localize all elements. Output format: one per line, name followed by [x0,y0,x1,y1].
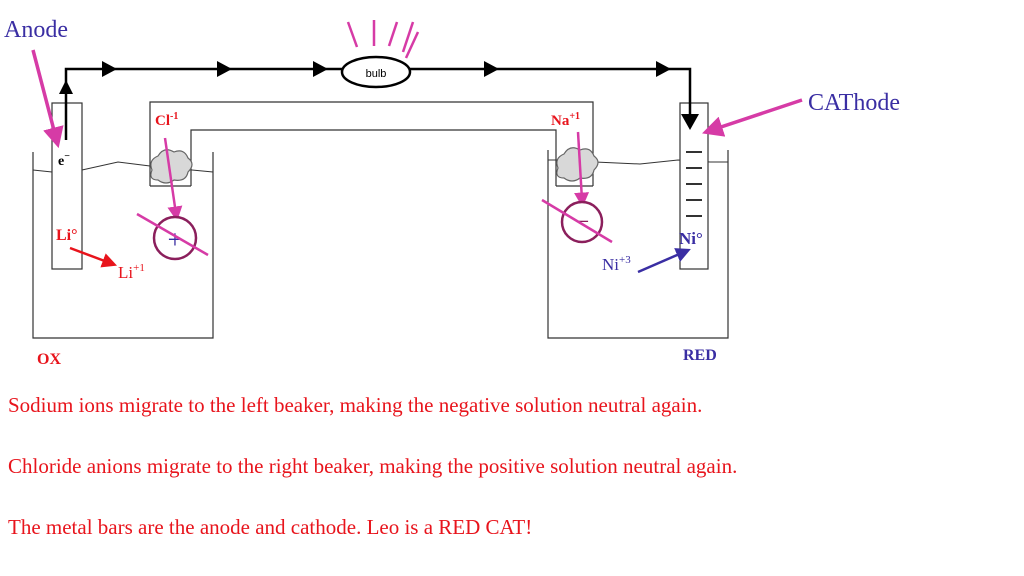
note-metal-bars: The metal bars are the anode and cathode… [8,515,533,539]
nickel-ion-arrow [637,248,691,274]
chloride-label: Cl-1 [155,111,178,129]
arrow-right-icon [102,61,117,77]
electron-label: e− [58,151,70,169]
right-negative-charge: − [541,198,613,244]
cathode-pointer-arrow [702,98,803,137]
nickel-metal-label: Ni° [679,229,703,248]
nickel-ion-label: Ni+3 [602,254,631,274]
lithium-metal-label: Li° [56,227,78,244]
wire-up-arrow-icon [59,80,73,94]
wire-down-arrow-icon [681,114,699,130]
external-wire [64,67,692,140]
flow-arrows [102,61,671,77]
arrow-right-icon [217,61,232,77]
red-label: RED [683,347,717,364]
anode-label: Anode [4,17,68,43]
cotton-plug-right-icon [556,147,599,182]
note-sodium: Sodium ions migrate to the left beaker, … [8,393,703,417]
bulb-label: bulb [366,68,387,80]
salt-bridge [149,101,594,187]
cathode-label: CAThode [808,90,900,116]
left-positive-charge: + [136,212,209,261]
left-charge-sign: + [168,225,183,254]
cotton-plug-left-icon [150,149,193,184]
lithium-ion-label: Li+1 [118,262,145,282]
arrow-right-icon [313,61,328,77]
sodium-migration-arrow [574,131,590,208]
bulb-icon [340,20,420,89]
left-strike-line [136,212,209,257]
anode-pointer-arrow [31,49,64,149]
chloride-migration-arrow [163,137,183,222]
right-strike-line [541,198,613,244]
arrow-right-icon [656,61,671,77]
note-chloride: Chloride anions migrate to the right bea… [8,454,738,478]
lithium-ion-arrow [69,246,118,268]
ox-label: OX [37,351,61,368]
arrow-right-icon [484,61,499,77]
right-charge-sign: − [575,207,590,236]
sodium-label: Na+1 [551,111,580,129]
cathode-electron-marks [686,151,702,217]
